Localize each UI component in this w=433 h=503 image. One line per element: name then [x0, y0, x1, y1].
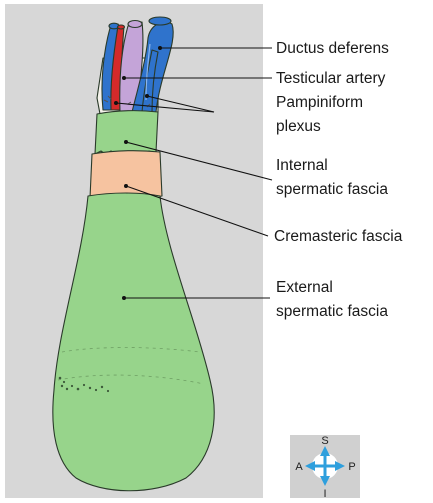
label-pampiniform-line1: Pampiniform	[276, 94, 363, 111]
cremasteric-fascia-layer	[90, 151, 162, 200]
label-cremasteric-fascia: Cremasteric fascia	[274, 228, 403, 245]
ductus-tip	[128, 21, 142, 28]
compass-label-posterior: P	[348, 461, 355, 473]
label-internal-fascia-line2: spermatic fascia	[276, 181, 388, 198]
label-ductus-deferens: Ductus deferens	[276, 40, 389, 57]
leader-dot-plexus-a	[145, 94, 149, 98]
compass-label-inferior: I	[323, 488, 326, 500]
compass-label-anterior: A	[295, 461, 303, 473]
label-testicular-artery: Testicular artery	[276, 70, 386, 87]
label-external-fascia-line1: External	[276, 279, 333, 296]
artery-tip	[118, 25, 125, 29]
orientation-compass-icon: S A P I	[290, 435, 360, 500]
label-external-fascia-line2: spermatic fascia	[276, 303, 388, 320]
leader-dot-ductus	[158, 46, 162, 50]
leader-dot-plexus-b	[114, 101, 118, 105]
vein-tip-right	[149, 17, 171, 25]
label-pampiniform-line2: plexus	[276, 118, 321, 135]
leader-dot-cremasteric	[124, 184, 128, 188]
compass-label-superior: S	[321, 435, 328, 447]
leader-dot-artery	[122, 76, 126, 80]
internal-spermatic-fascia-layer	[95, 111, 158, 156]
leader-dot-external	[122, 296, 126, 300]
labels: Ductus deferens Testicular artery Pampin…	[274, 40, 403, 320]
leader-dot-internal	[124, 140, 128, 144]
label-internal-fascia-line1: Internal	[276, 157, 328, 174]
